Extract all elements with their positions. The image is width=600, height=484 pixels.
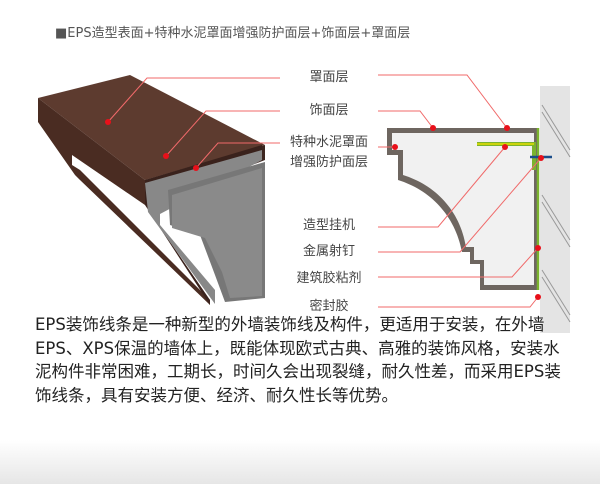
- label-cement-line2: 增强防护面层: [289, 155, 368, 170]
- label-finish-coat: 饰面层: [309, 103, 349, 118]
- description-text: EPS装饰线条是一种新型的外墙装饰线及构件，更适用于安装，在外墙EPS、XPS保…: [35, 315, 561, 405]
- wall: [540, 86, 570, 333]
- leader-lines: [107, 74, 542, 308]
- bottom-fade: [0, 440, 600, 484]
- label-nail: 金属射钉: [302, 244, 355, 259]
- eps-section-diagram: [38, 74, 571, 333]
- label-cement-line1: 特种水泥罩面: [289, 135, 368, 150]
- marker-dots: [105, 119, 544, 300]
- diagram-title: ■EPS造型表面+特种水泥罩面增强防护面层+饰面层+罩面层: [55, 26, 411, 41]
- label-hanger: 造型挂机: [302, 218, 355, 233]
- label-adhesive: 建筑胶粘剂: [296, 271, 362, 286]
- label-sealant: 密封胶: [309, 299, 349, 314]
- label-top-coat: 罩面层: [309, 70, 349, 85]
- eps-block-illustration: [38, 75, 265, 305]
